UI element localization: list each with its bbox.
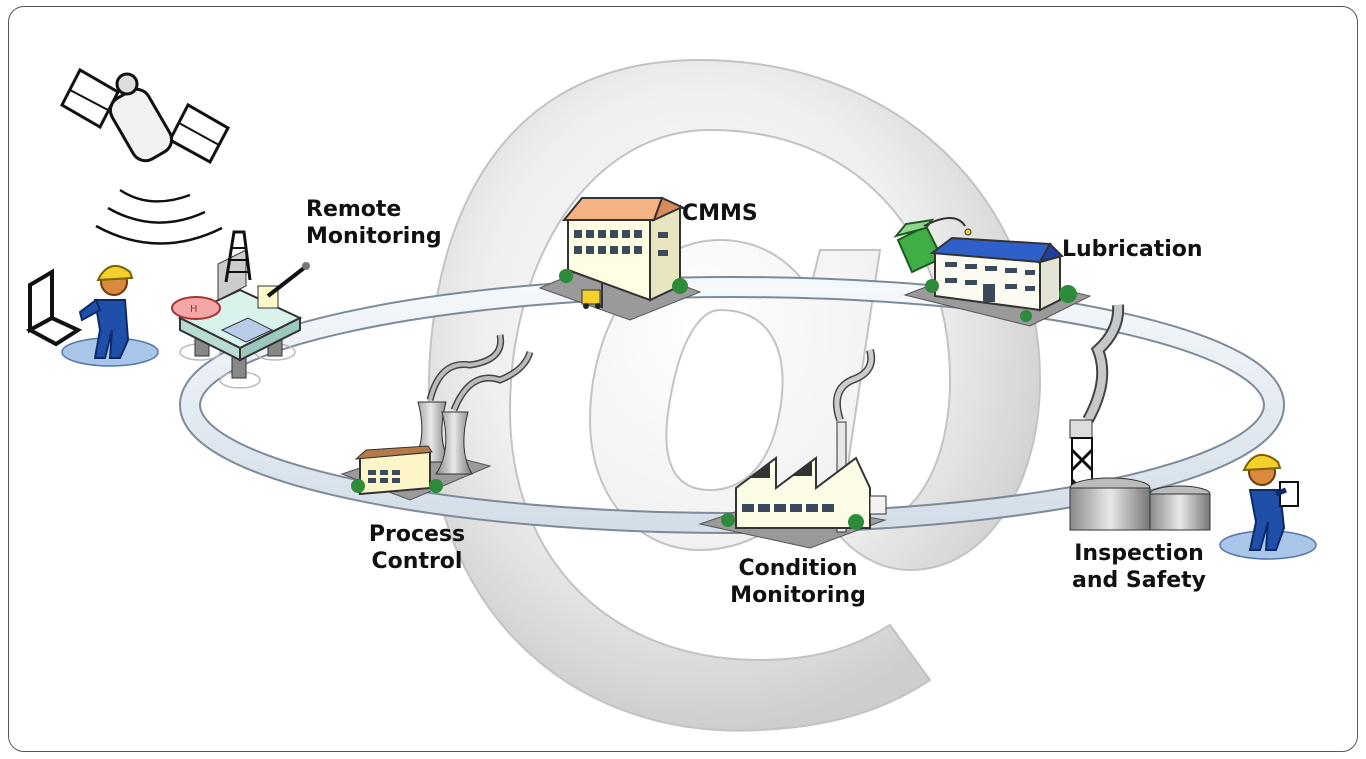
condition-monitoring-line-2: Monitoring (730, 583, 866, 608)
factory-icon (698, 348, 887, 549)
svg-text:H: H (190, 304, 198, 315)
worker-icon (61, 265, 159, 367)
power-plant-icon (340, 334, 534, 501)
forklift-icon (581, 282, 603, 309)
cmms-line-1: CMMS (682, 201, 758, 226)
cmms-label: CMMS (682, 200, 758, 227)
at-sign-icon (427, 58, 1042, 732)
lubrication-building-icon (903, 236, 1092, 327)
remote-monitoring-label: Remote Monitoring (306, 196, 442, 250)
remote-monitoring-line-1: Remote (306, 197, 402, 222)
lubrication-line-1: Lubrication (1062, 237, 1203, 262)
condition-monitoring-line-1: Condition (738, 556, 858, 581)
process-control-label: Process Control (362, 521, 472, 575)
office-building-icon (538, 196, 702, 321)
lubrication-label: Lubrication (1062, 236, 1203, 263)
inspector-icon (1219, 454, 1317, 560)
inspection-safety-label: Inspection and Safety (1066, 540, 1212, 594)
process-control-line-2: Control (371, 549, 463, 574)
process-control-line-1: Process (368, 522, 466, 547)
refinery-icon (1069, 304, 1211, 531)
inspection-safety-line-2: and Safety (1072, 568, 1206, 593)
satellite-icon (60, 67, 231, 245)
oil-rig-icon: H (171, 230, 310, 389)
inspection-safety-line-1: Inspection (1074, 541, 1204, 566)
laptop-icon (25, 268, 83, 347)
condition-monitoring-label: Condition Monitoring (722, 555, 874, 609)
remote-monitoring-line-2: Monitoring (306, 224, 442, 249)
